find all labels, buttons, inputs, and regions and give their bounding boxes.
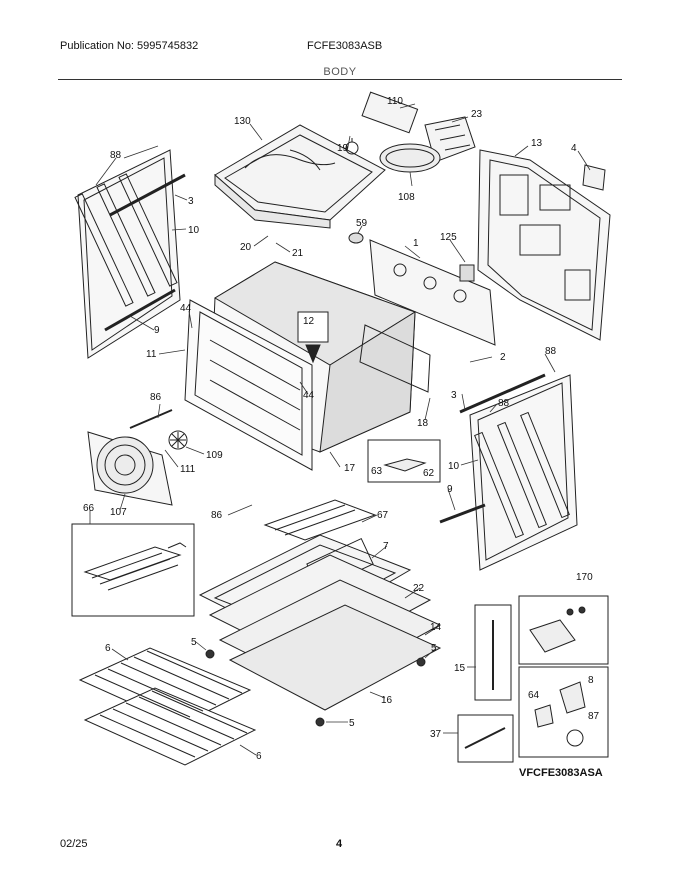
callout-59: 59	[356, 218, 368, 229]
publication-number: Publication No: 5995745832	[60, 40, 199, 52]
callout-109: 109	[206, 450, 223, 461]
callout-8: 8	[588, 675, 594, 686]
callout-111: 111	[180, 464, 196, 475]
oven-cavity	[184, 261, 431, 471]
callout-87: 87	[588, 711, 600, 722]
callout-10: 10	[448, 461, 460, 472]
leader-lines	[89, 103, 591, 756]
callout-9: 9	[154, 325, 160, 336]
callout-16: 16	[381, 695, 393, 706]
callout-15: 15	[454, 663, 466, 674]
callout-10: 10	[188, 225, 200, 236]
callout-9: 9	[447, 484, 453, 495]
callout-170: 170	[576, 572, 593, 583]
inset-box-63-62	[367, 439, 441, 483]
callout-66: 66	[83, 503, 95, 514]
callout-19: 19	[337, 143, 349, 154]
oven-top-panel	[214, 124, 386, 229]
left-side-panel	[74, 149, 186, 359]
callout-12: 12	[303, 316, 315, 327]
right-side-panel	[439, 373, 578, 571]
callout-88: 88	[498, 398, 510, 409]
callout-20: 20	[240, 242, 252, 253]
callout-67: 67	[377, 510, 389, 521]
callout-63: 63	[371, 466, 383, 477]
callout-88: 88	[110, 150, 122, 161]
callout-3: 3	[451, 390, 457, 401]
control-panel	[348, 232, 496, 346]
callout-62: 62	[423, 468, 435, 479]
callout-17: 17	[344, 463, 356, 474]
callout-108: 108	[398, 192, 415, 203]
callout-37: 37	[430, 729, 442, 740]
callout-125: 125	[440, 232, 457, 243]
inset-box-15	[474, 604, 512, 701]
callout-130: 130	[234, 116, 251, 127]
screw	[205, 649, 215, 659]
inset-box-8-64-87	[518, 666, 609, 758]
callout-22: 22	[413, 583, 425, 594]
inset-box-170	[518, 595, 609, 665]
callout-88: 88	[545, 346, 557, 357]
callout-5: 5	[349, 718, 355, 729]
callout-3: 3	[188, 196, 194, 207]
footer-date: 02/25	[60, 838, 88, 850]
rear-panel	[477, 149, 611, 341]
heating-elements	[198, 499, 442, 711]
callout-86: 86	[211, 510, 223, 521]
callout-labels: 88 130 19 110 23 13 4 108 3 10 59 1 125 …	[83, 96, 600, 762]
callout-4: 4	[571, 143, 577, 154]
screw	[416, 657, 426, 667]
header-rule	[58, 79, 622, 80]
callout-18: 18	[417, 418, 429, 429]
callout-11: 11	[146, 349, 157, 360]
callout-44: 44	[303, 390, 315, 401]
figure-code: VFCFE3083ASA	[519, 767, 603, 779]
callout-6: 6	[105, 643, 111, 654]
callout-23: 23	[471, 109, 483, 120]
convection-fan	[87, 409, 188, 506]
callout-6: 6	[256, 751, 262, 762]
callout-107: 107	[110, 507, 127, 518]
model-number: FCFE3083ASB	[307, 40, 383, 52]
callout-7: 7	[383, 541, 389, 552]
callout-64: 64	[528, 690, 540, 701]
callout-5: 5	[191, 637, 197, 648]
screw	[315, 717, 325, 727]
inset-box-37	[457, 714, 514, 763]
callout-1: 1	[413, 238, 419, 249]
callout-86: 86	[150, 392, 162, 403]
blower-assembly	[345, 91, 476, 173]
callout-21: 21	[292, 248, 304, 259]
inset-box-66	[71, 523, 195, 617]
callout-14: 14	[430, 622, 442, 633]
callout-13: 13	[531, 138, 543, 149]
oven-racks	[78, 647, 257, 766]
callout-5: 5	[431, 643, 437, 654]
page-number: 4	[336, 838, 343, 850]
callout-2: 2	[500, 352, 506, 363]
section-title: BODY	[323, 66, 357, 78]
callout-44: 44	[180, 303, 192, 314]
callout-110: 110	[387, 96, 403, 107]
